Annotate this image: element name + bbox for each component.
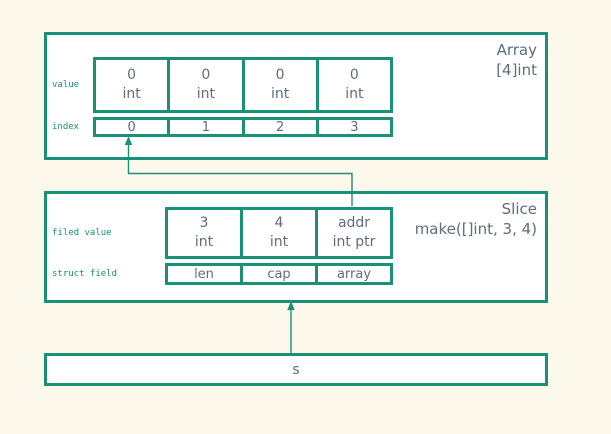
array-title-line: Array — [496, 41, 537, 59]
slice-field-value-row-label: filed value — [52, 228, 112, 238]
cell-type: int — [196, 86, 215, 102]
slice-struct-field-row: len cap array — [165, 263, 393, 285]
cell-type: int — [269, 234, 289, 250]
struct-field-cap: cap — [243, 266, 315, 282]
slice-box: Slice make([]int, 3, 4) filed value stru… — [44, 191, 548, 303]
cell-value: addr — [337, 215, 371, 231]
cell-type: int — [194, 234, 214, 250]
cell-type: int ptr — [332, 234, 376, 250]
cell-value: 0 — [201, 67, 211, 83]
slice-array-ptr-cell: addr int ptr — [318, 210, 390, 256]
cell-value: 4 — [274, 215, 284, 231]
index-cell-1: 1 — [170, 120, 242, 135]
slice-variable-label: s — [292, 361, 300, 378]
struct-field-len: len — [168, 266, 240, 282]
slice-len-cell: 3 int — [168, 210, 240, 256]
slice-subtitle-line: make([]int, 3, 4) — [414, 220, 537, 238]
struct-field-array: array — [318, 266, 390, 282]
slice-title: Slice make([]int, 3, 4) — [415, 199, 537, 239]
array-title: Array [4]int — [496, 40, 537, 80]
array-box: Array [4]int value index 0 int 0 int 0 i… — [44, 32, 548, 160]
array-cell-0: 0 int — [96, 60, 168, 110]
slice-title-line: Slice — [501, 200, 537, 218]
array-cell-2: 0 int — [244, 60, 316, 110]
cell-type: int — [270, 86, 290, 102]
cell-type: int — [122, 86, 141, 102]
cell-value: 3 — [199, 215, 209, 231]
slice-struct-field-row-label: struct field — [52, 269, 118, 279]
index-cell-3: 3 — [318, 120, 390, 135]
cell-type: int — [345, 86, 364, 102]
array-cell-3: 0 int — [318, 60, 390, 110]
array-index-row-label: index — [52, 122, 80, 132]
array-cell-1: 0 int — [170, 60, 242, 110]
slice-variable-box: s — [44, 353, 548, 386]
array-value-cells: 0 int 0 int 0 int 0 int — [93, 57, 393, 113]
array-value-row-label: value — [52, 80, 80, 90]
index-cell-2: 2 — [244, 120, 316, 135]
cell-value: 0 — [349, 67, 359, 83]
cell-value: 0 — [127, 67, 137, 83]
index-cell-0: 0 — [96, 120, 168, 135]
slice-value-cells: 3 int 4 int addr int ptr — [165, 207, 393, 259]
array-subtitle-line: [4]int — [496, 61, 537, 79]
array-index-row: 0 1 2 3 — [93, 117, 393, 137]
variable-pointer-arrow — [287, 301, 295, 353]
slice-cap-cell: 4 int — [243, 210, 315, 256]
cell-value: 0 — [275, 67, 285, 83]
